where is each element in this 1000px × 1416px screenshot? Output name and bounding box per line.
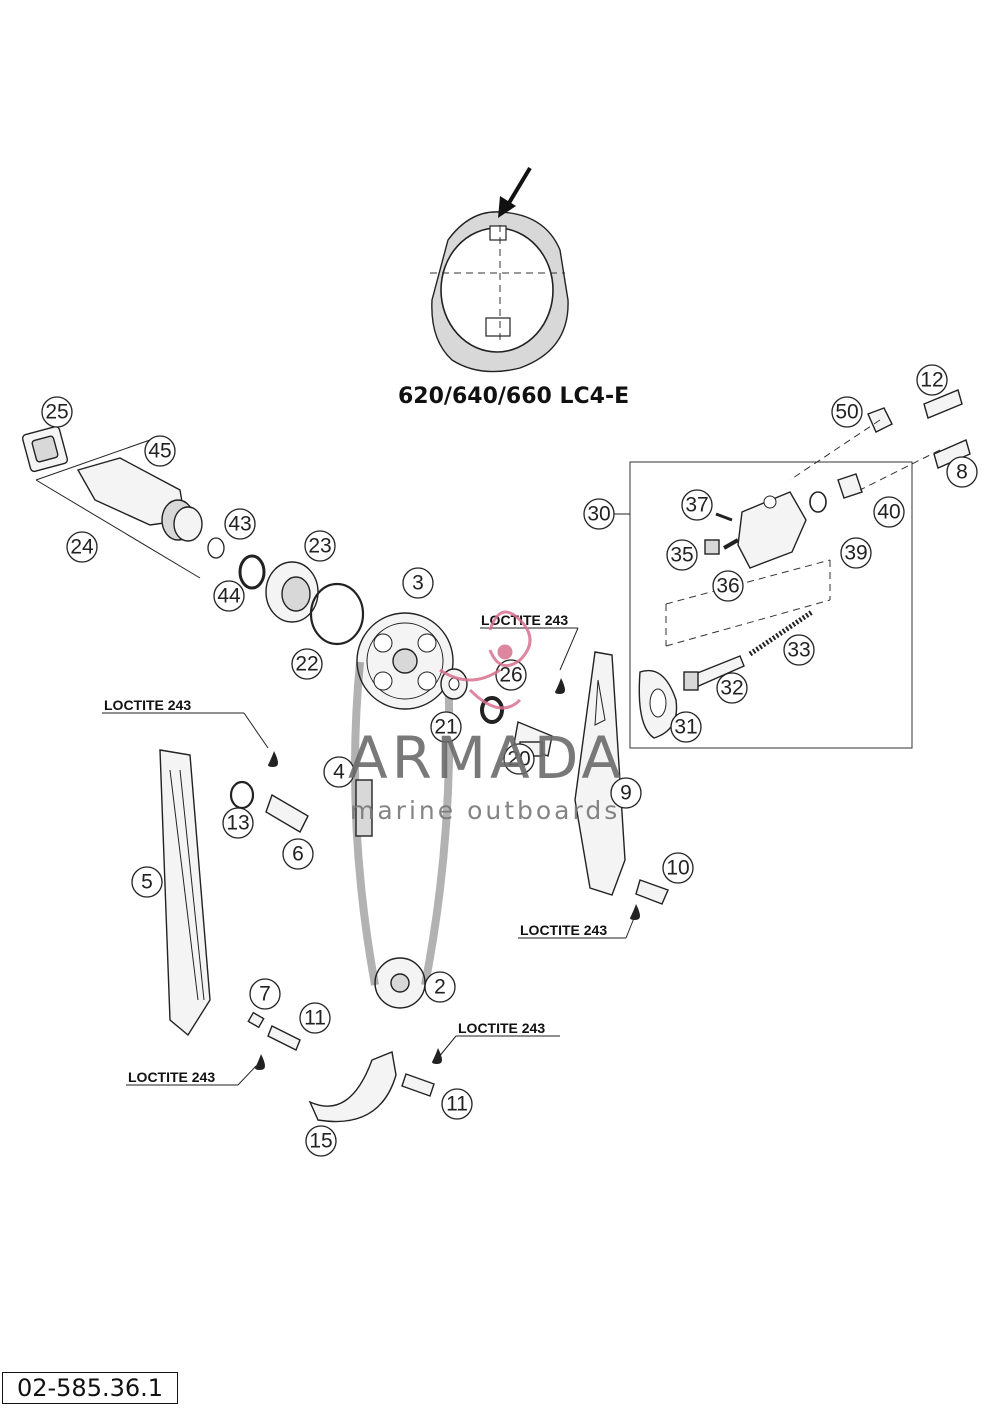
callout-label: 11: [446, 1093, 468, 1116]
callout-label: 5: [141, 871, 153, 894]
watermark-logo: [439, 610, 532, 710]
callout-label: 39: [844, 542, 867, 565]
callout-label: 32: [720, 677, 743, 700]
watermark-title: ARMADA: [348, 724, 626, 792]
sealant-note: LOCTITE 243: [104, 697, 191, 713]
callout-label: 4: [333, 761, 345, 784]
crank-sprocket: [374, 957, 426, 1009]
tensioner-rail: [574, 651, 626, 896]
callout-label: 13: [226, 812, 249, 835]
callout-label: 20: [507, 748, 530, 771]
sealant-note: LOCTITE 243: [481, 612, 568, 628]
callout-label: 24: [70, 536, 94, 559]
watermark-subtitle: marine outboards: [350, 796, 621, 825]
callout-label: 37: [685, 494, 708, 517]
callout-label: 44: [217, 585, 241, 608]
callout-label: 45: [148, 440, 171, 463]
cam-sprocket: [356, 612, 454, 710]
callout-label: 22: [295, 653, 318, 676]
callout-label: 2: [434, 976, 446, 999]
sealant-note: LOCTITE 243: [128, 1069, 215, 1085]
callouts: 25 45 24 43 44 23 22 3 21 26 20 4 9 5 13…: [41, 364, 978, 1157]
callout-label: 11: [304, 1007, 326, 1030]
callout-label: 3: [412, 572, 424, 595]
callout-label: 25: [45, 401, 68, 424]
callout-label: 15: [309, 1130, 332, 1153]
callout-label: 43: [228, 513, 251, 536]
callout-label: 31: [674, 716, 697, 739]
callout-label: 33: [787, 639, 810, 662]
chain-guide-lower: [308, 1051, 397, 1123]
callout-label: 50: [835, 401, 858, 424]
variant-detail-drawing: [430, 166, 569, 373]
callout-label: 12: [920, 369, 943, 392]
tensioner-assembly-frame: [629, 461, 913, 749]
sealant-note: LOCTITE 243: [458, 1020, 545, 1036]
callout-label: 40: [877, 501, 900, 524]
callout-label: 30: [587, 503, 610, 526]
callout-label: 7: [259, 983, 271, 1006]
sealant-note: LOCTITE 243: [520, 922, 607, 938]
variant-caption: 620/640/660 LC4-E: [398, 384, 630, 409]
callout-label: 23: [308, 535, 331, 558]
callout-label: 10: [666, 857, 689, 880]
callout-label: 9: [620, 782, 632, 805]
callout-label: 35: [670, 544, 693, 567]
callout-label: 26: [499, 664, 522, 687]
callout-label: 21: [434, 716, 457, 739]
callout-label: 36: [716, 575, 739, 598]
sheet-number: 02-585.36.1: [2, 1372, 178, 1404]
callout-label: 6: [292, 843, 304, 866]
camshaft-group: [21, 425, 365, 646]
callout-label: 8: [956, 461, 968, 484]
